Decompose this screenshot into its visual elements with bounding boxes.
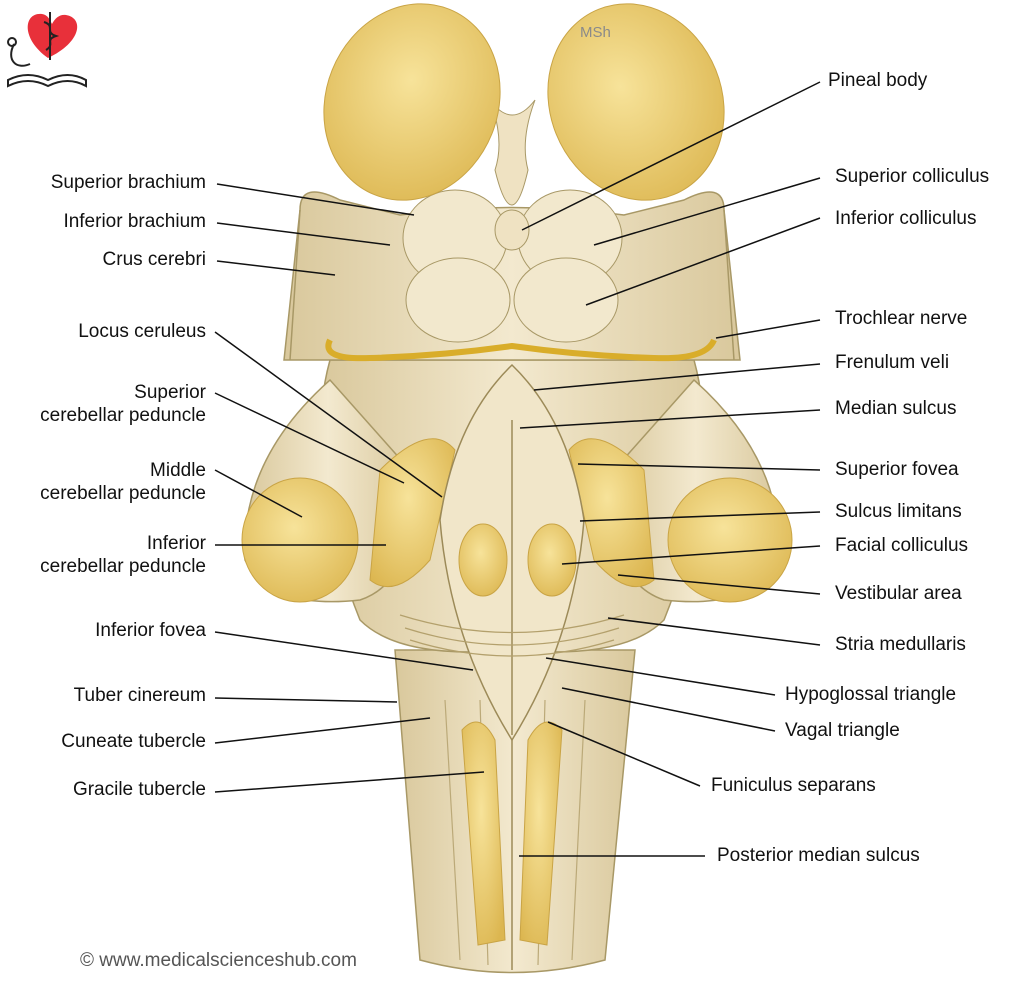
label-trochlear-nerve: Trochlear nerve [835, 308, 968, 329]
label-sulcus-limitans: Sulcus limitans [835, 501, 962, 522]
label-superior-brachium: Superior brachium [50, 172, 206, 193]
label-gracile-tubercle: Gracile tubercle [72, 779, 206, 800]
label-facial-colliculus: Facial colliculus [835, 535, 969, 556]
label-funiculus-separans: Funiculus separans [711, 775, 876, 796]
label-posterior-median-sulcus: Posterior median sulcus [717, 845, 920, 866]
label-superior-fovea: Superior fovea [835, 459, 959, 480]
label-pineal-body: Pineal body [828, 70, 928, 91]
label-vagal-triangle: Vagal triangle [785, 720, 900, 741]
label-frenulum-veli: Frenulum veli [835, 352, 950, 373]
label-median-sulcus: Median sulcus [835, 398, 957, 419]
trochlear-nerve-line [325, 338, 717, 362]
leader-lines [214, 81, 821, 857]
label-stria-medullaris: Stria medullaris [835, 634, 966, 655]
label-superior-colliculus: Superior colliculus [835, 166, 990, 187]
book-icon [7, 74, 87, 88]
watermark: MSh [580, 24, 611, 41]
logo [7, 12, 87, 88]
copyright-notice: © www.medicalscienceshub.com [80, 950, 357, 971]
label-locus-ceruleus: Locus ceruleus [78, 321, 206, 342]
label-inferior-fovea: Inferior fovea [95, 620, 206, 641]
label-crus-cerebri: Crus cerebri [102, 249, 206, 270]
label-cuneate-tubercle: Cuneate tubercle [61, 731, 206, 752]
label-tuber-cinereum: Tuber cinereum [73, 685, 206, 706]
label-inferior-colliculus: Inferior colliculus [835, 208, 977, 229]
brainstem [241, 3, 793, 974]
label-hypoglossal-triangle: Hypoglossal triangle [785, 684, 957, 705]
label-inferior-brachium: Inferior brachium [63, 211, 206, 232]
label-superior-cerebellar-peduncle: Superior cerebellar peduncle [40, 382, 206, 426]
heart-icon [27, 13, 78, 58]
label-middle-cerebellar-peduncle: Middle cerebellar peduncle [40, 460, 206, 504]
label-inferior-cerebellar-peduncle: Inferior cerebellar peduncle [40, 533, 206, 577]
label-vestibular-area: Vestibular area [835, 583, 962, 604]
